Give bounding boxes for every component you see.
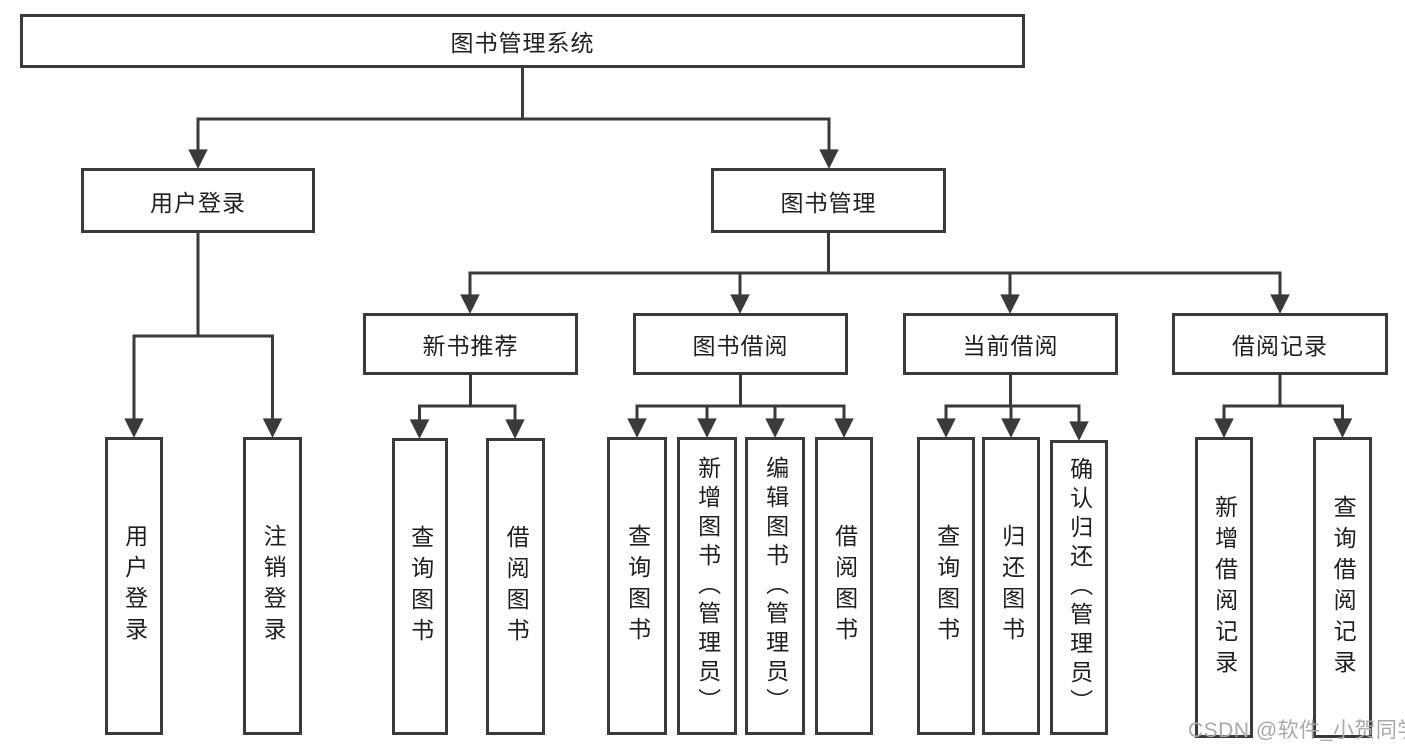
node-label: 新书推荐	[422, 333, 519, 359]
leaf-return-book: 归还图书	[982, 437, 1040, 735]
node-borrowing-records: 借阅记录	[1172, 313, 1388, 375]
node-label: 借阅记录	[1232, 333, 1328, 359]
node-book-borrowing: 图书借阅	[633, 313, 848, 375]
node-user-login: 用户登录	[81, 168, 315, 233]
node-label: 图书管理系统	[450, 30, 595, 56]
node-book-management: 图书管理	[711, 168, 946, 233]
leaf-add-borrow-record: 新增借阅记录	[1195, 437, 1253, 738]
leaf-query-books-borrowing: 查询图书	[607, 437, 667, 735]
leaf-query-borrow-record: 查询借阅记录	[1313, 437, 1372, 738]
node-label: 用户登录	[150, 189, 246, 216]
node-label: 查询图书	[624, 524, 651, 648]
leaf-borrow-book: 借阅图书	[815, 437, 873, 735]
node-label: 用户登录	[121, 524, 148, 648]
node-label: 编辑图书（管理员）	[762, 455, 789, 717]
leaf-borrow-books-recommend: 借阅图书	[486, 438, 545, 735]
node-label: 图书管理	[780, 189, 877, 216]
node-label: 查询借阅记录	[1330, 494, 1357, 681]
leaf-confirm-return-admin: 确认归还（管理员）	[1050, 440, 1108, 735]
node-label: 确认归还（管理员）	[1066, 457, 1093, 718]
node-label: 新增借阅记录	[1211, 494, 1238, 681]
node-new-book-recommendation: 新书推荐	[363, 313, 578, 375]
node-label: 查询图书	[933, 524, 960, 648]
leaf-edit-book-admin: 编辑图书（管理员）	[745, 437, 805, 735]
node-library-management-system: 图书管理系统	[20, 14, 1025, 68]
node-label: 当前借阅	[962, 333, 1059, 359]
node-label: 新增图书（管理员）	[694, 455, 721, 717]
node-current-borrowing: 当前借阅	[903, 313, 1118, 375]
csdn-watermark: CSDN @软件_小贺同学	[1188, 719, 1405, 742]
leaf-logout: 注销登录	[243, 437, 302, 735]
node-label: 图书借阅	[692, 333, 789, 359]
node-label: 归还图书	[998, 524, 1025, 648]
node-label: 借阅图书	[831, 524, 858, 648]
leaf-query-books-current: 查询图书	[917, 437, 975, 735]
leaf-add-book-admin: 新增图书（管理员）	[677, 437, 737, 735]
leaf-user-login: 用户登录	[105, 437, 163, 735]
leaf-query-books-recommend: 查询图书	[392, 438, 448, 735]
node-label: 借阅图书	[503, 524, 530, 649]
node-label: 注销登录	[260, 524, 287, 648]
node-label: 查询图书	[407, 524, 434, 649]
